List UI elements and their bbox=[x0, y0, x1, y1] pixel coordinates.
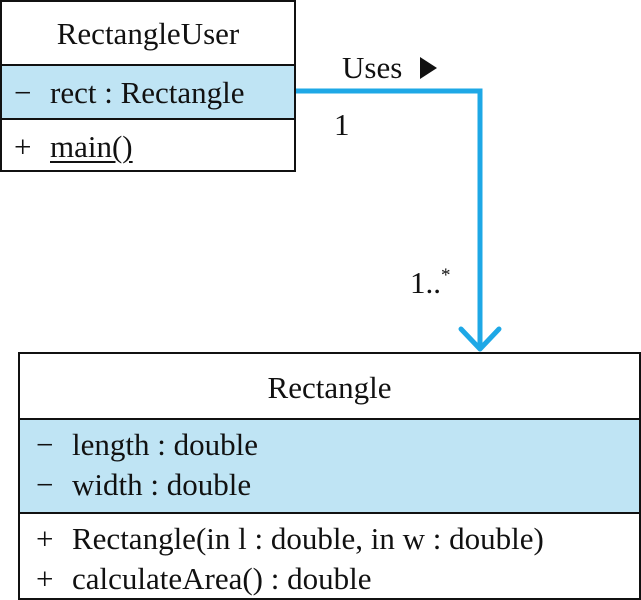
target-multiplicity-sup: * bbox=[441, 265, 451, 286]
attribute-text: rect : Rectangle bbox=[50, 74, 245, 110]
attribute-row: − rect : Rectangle bbox=[2, 66, 294, 118]
visibility-marker: + bbox=[14, 128, 32, 164]
operation-text: Rectangle(in l : double, in w : double) bbox=[72, 520, 544, 556]
operation-text: calculateArea() : double bbox=[72, 560, 372, 596]
operation-row: + main() bbox=[2, 120, 294, 172]
navigability-arrowhead-icon bbox=[458, 326, 502, 352]
source-multiplicity: 1 bbox=[334, 107, 350, 142]
visibility-marker: − bbox=[36, 426, 54, 462]
association-line bbox=[296, 88, 483, 348]
visibility-marker: − bbox=[36, 466, 54, 502]
attribute-row: − length : double bbox=[20, 424, 639, 464]
attributes-compartment: − rect : Rectangle bbox=[2, 66, 294, 120]
attribute-text: length : double bbox=[72, 426, 258, 462]
operations-compartment: + Rectangle(in l : double, in w : double… bbox=[20, 514, 639, 598]
visibility-marker: − bbox=[14, 74, 32, 110]
operation-text: main() bbox=[50, 128, 133, 164]
association-name: Uses bbox=[342, 50, 403, 85]
class-name: Rectangle bbox=[20, 354, 639, 420]
class-rectangle-user: RectangleUser − rect : Rectangle + main() bbox=[0, 0, 296, 172]
class-name: RectangleUser bbox=[2, 2, 294, 66]
target-multiplicity-base: 1.. bbox=[410, 265, 441, 300]
attribute-row: − width : double bbox=[20, 464, 639, 504]
visibility-marker: + bbox=[36, 520, 54, 556]
static-operation: + main() bbox=[14, 131, 133, 162]
operation-row: + Rectangle(in l : double, in w : double… bbox=[20, 518, 639, 558]
triangle-right-icon bbox=[420, 57, 437, 79]
attributes-compartment: − length : double − width : double bbox=[20, 420, 639, 514]
target-multiplicity: 1..* bbox=[410, 266, 451, 298]
class-rectangle: Rectangle − length : double − width : do… bbox=[18, 352, 641, 600]
attribute-text: width : double bbox=[72, 466, 252, 502]
operation-row: + calculateArea() : double bbox=[20, 558, 639, 598]
operations-compartment: + main() bbox=[2, 120, 294, 172]
visibility-marker: + bbox=[36, 560, 54, 596]
